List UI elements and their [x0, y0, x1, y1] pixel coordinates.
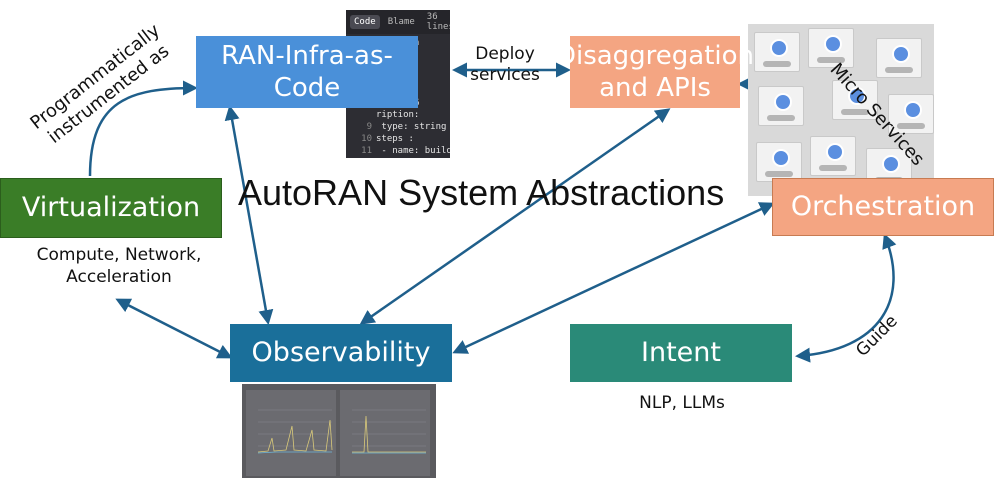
- microservice-tag: [819, 165, 847, 171]
- microservice-icon: [882, 155, 900, 173]
- microservice-icon: [904, 101, 922, 119]
- code-line-number: 9: [366, 122, 372, 132]
- microservice-node: [758, 86, 804, 126]
- observability-dashboard: [242, 384, 436, 478]
- microservice-tag: [763, 61, 791, 67]
- code-line-text: - name: builda: [376, 146, 450, 156]
- node-intent-label: Intent: [641, 337, 721, 369]
- blame-tab: Blame: [387, 17, 415, 27]
- node-disaggregation-label: Disaggregation and APIs: [555, 40, 755, 104]
- dashboard-panel-right: [340, 390, 430, 476]
- code-line: ription:: [346, 110, 450, 122]
- microservice-node: [876, 38, 922, 78]
- edge-label-deploy: Deploy services: [470, 44, 540, 86]
- code-line-text: steps :: [376, 134, 414, 144]
- caption-intent: NLP, LLMs: [639, 393, 725, 413]
- node-intent: Intent: [570, 324, 792, 382]
- microservice-tag: [885, 67, 913, 73]
- arrow-virtualization-observability: [115, 298, 233, 359]
- code-line-number: 10: [361, 134, 372, 144]
- code-tabs: Code Blame 36 lines: [346, 10, 450, 34]
- microservice-icon: [848, 87, 866, 105]
- dashboard-panel-left: [246, 390, 336, 476]
- microservice-node: [754, 32, 800, 72]
- microservice-node: [832, 80, 878, 120]
- microservice-tag: [817, 57, 845, 63]
- microservice-tag: [767, 115, 795, 121]
- microservice-tag: [897, 123, 925, 129]
- node-ran-infra: RAN-Infra-as-Code: [196, 36, 418, 108]
- microservice-icon: [892, 45, 910, 63]
- code-line: 9 type: string: [346, 122, 450, 134]
- microservice-icon: [772, 149, 790, 167]
- microservices-graph: [748, 24, 934, 196]
- microservice-icon: [824, 35, 842, 53]
- dashboard-chart-right: [352, 409, 426, 454]
- microservice-icon: [770, 39, 788, 57]
- microservice-icon: [774, 93, 792, 111]
- arrow-virtualization-to-ran: [88, 80, 198, 177]
- node-observability-label: Observability: [251, 337, 431, 369]
- code-line-text: ription:: [376, 110, 420, 120]
- code-tab: Code: [350, 15, 380, 29]
- microservice-tag: [841, 109, 869, 115]
- node-orchestration: Orchestration: [772, 178, 994, 236]
- code-line-text: type: string: [376, 122, 447, 132]
- arrow-orchestration-observability: [452, 202, 775, 354]
- code-line-number: 11: [361, 146, 372, 156]
- arrow-ran-observability: [224, 105, 274, 325]
- code-line: 11 - name: builda: [346, 146, 450, 158]
- caption-virtualization: Compute, Network, Acceleration: [36, 245, 202, 288]
- node-observability: Observability: [230, 324, 452, 382]
- microservice-node: [888, 94, 934, 134]
- lines-info: 36 lines: [426, 12, 450, 32]
- microservice-node: [756, 142, 802, 182]
- code-line: 10 steps :: [346, 134, 450, 146]
- microservice-tag: [765, 171, 793, 177]
- node-ran-infra-label: RAN-Infra-as-Code: [221, 40, 393, 104]
- node-orchestration-label: Orchestration: [790, 191, 976, 223]
- node-virtualization: Virtualization: [0, 178, 222, 238]
- node-virtualization-label: Virtualization: [21, 192, 201, 224]
- node-disaggregation: Disaggregation and APIs: [556, 36, 754, 108]
- dashboard-chart-left: [257, 409, 333, 454]
- microservice-node: [808, 28, 854, 68]
- diagram-title: AutoRAN System Abstractions: [238, 172, 725, 213]
- microservice-icon: [826, 143, 844, 161]
- arrow-guide: [795, 233, 897, 363]
- microservice-node: [810, 136, 856, 176]
